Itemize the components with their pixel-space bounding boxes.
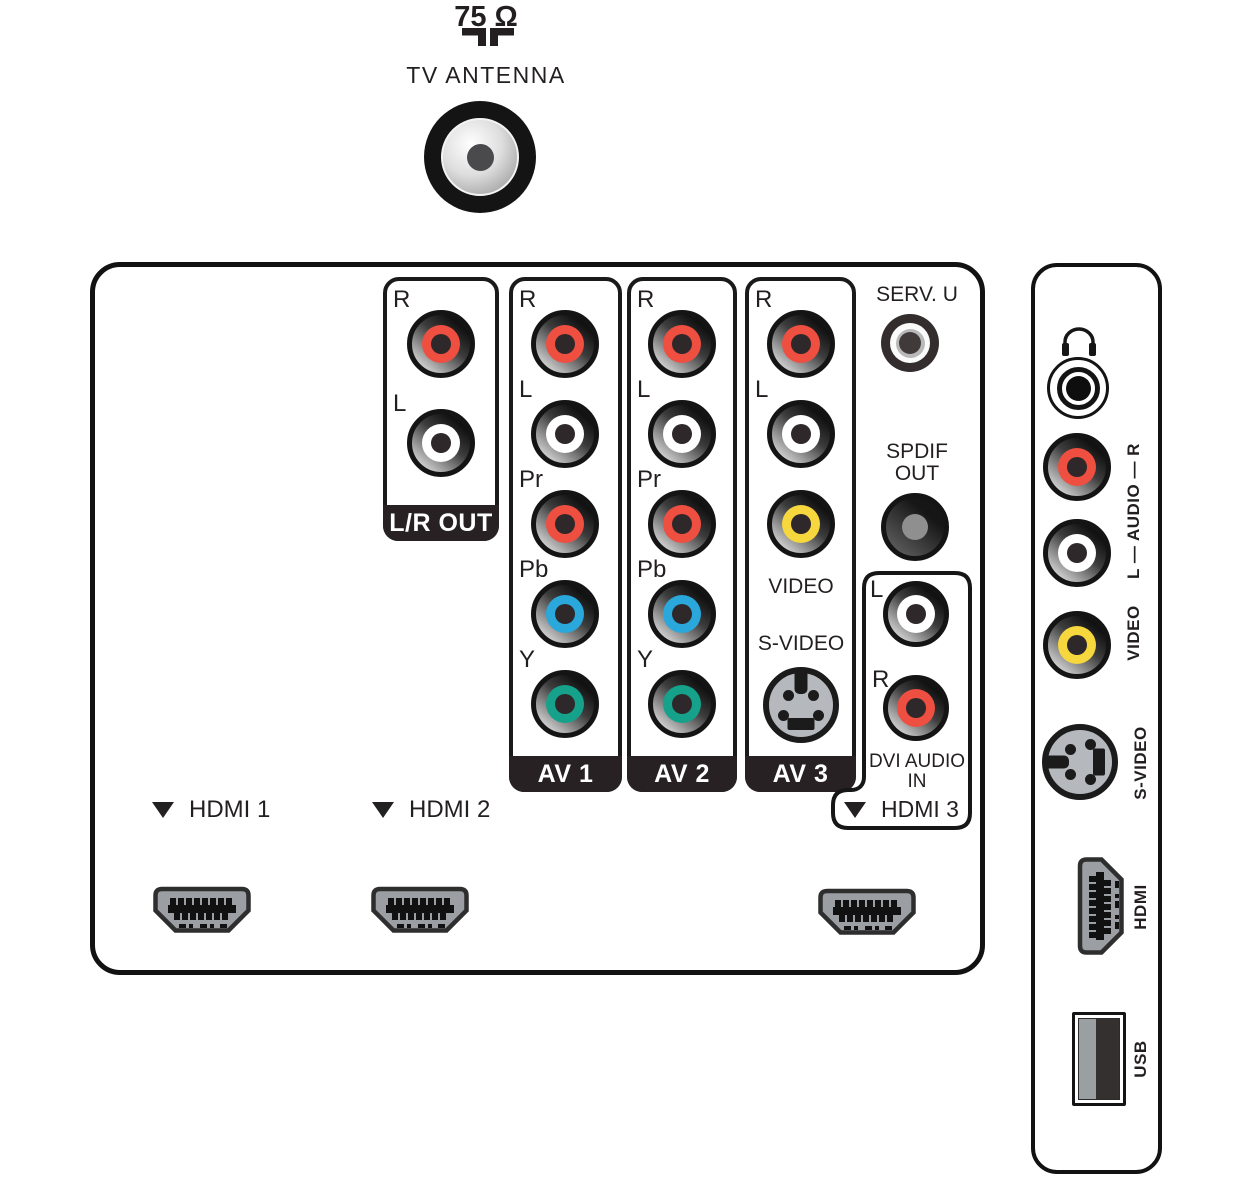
down-triangle-icon [844,801,866,818]
av3-video-label: VIDEO [768,575,834,598]
dvi-audio-r-jack [883,675,949,741]
headphones-icon [1062,327,1096,356]
dvi-audio-l-label: L [870,576,884,603]
lr-out-title: L/R OUT [383,505,499,541]
tv-antenna-label: TV ANTENNA [406,62,566,88]
side-hdmi-connector [1077,857,1124,955]
lr-out-r-jack [407,310,475,378]
av2-title: AV 2 [627,756,737,792]
coax-center-pin [466,143,494,171]
av1-title: AV 1 [509,756,622,792]
hdmi3-label: HDMI 3 [881,796,959,822]
av3-video-jack [767,490,835,558]
side-usb-port [1072,1012,1126,1106]
lr-out-l-label: L [393,390,407,417]
side-audio-label: L — AUDIO — R [1124,443,1143,579]
av1-pr-label: Pr [519,466,543,493]
spdif-out-jack [881,493,949,561]
av3-r-jack [767,310,835,378]
side-audio-r-jack [1043,433,1111,501]
av2-y-jack [648,670,716,738]
hdmi2-connector [371,886,469,933]
serv-u-label: SERV. U [876,283,958,306]
av2-l-label: L [637,376,651,403]
down-triangle-icon [152,802,174,818]
side-hdmi-label: HDMI [1131,884,1150,930]
coax-inner [441,118,519,196]
av1-y-label: Y [519,646,536,673]
down-triangle-icon [372,802,394,818]
tv-antenna-coax-connector [424,101,536,213]
av2-pr-label: Pr [637,466,661,493]
side-svideo-label: S-VIDEO [1131,726,1150,800]
antenna-impedance-label: 75 Ω [454,1,518,33]
side-video-label: VIDEO [1124,605,1143,661]
dvi-audio-in-label: DVI AUDIO IN [868,751,966,792]
side-audio-l-jack [1043,519,1111,587]
av2-r-jack [648,310,716,378]
av2-r-label: R [637,286,655,313]
av2-pr-jack [648,490,716,558]
spdif-out-label: SPDIF OUT [886,440,948,485]
av3-l-label: L [755,376,769,403]
av1-y-jack [531,670,599,738]
av3-l-jack [767,400,835,468]
headphone-jack [1047,357,1109,419]
side-usb-label: USB [1131,1040,1150,1078]
av3-svideo-label: S-VIDEO [757,632,845,655]
hdmi2-label-row: HDMI 2 [372,796,490,824]
dvi-audio-l-jack [883,581,949,647]
av1-pr-jack [531,490,599,558]
av1-r-label: R [519,286,537,313]
dvi-audio-r-label: R [872,666,890,693]
hdmi3-connector [818,888,916,935]
hdmi1-label: HDMI 1 [189,796,271,823]
lr-out-l-jack [407,409,475,477]
av1-l-label: L [519,376,533,403]
av2-pb-label: Pb [637,556,667,583]
av2-pb-jack [648,580,716,648]
hdmi1-connector [153,886,251,933]
av1-pb-jack [531,580,599,648]
side-video-jack [1043,611,1111,679]
lr-out-r-label: R [393,286,411,313]
side-svideo-connector [1042,724,1118,800]
av3-r-label: R [755,286,773,313]
av1-r-jack [531,310,599,378]
av2-y-label: Y [637,646,654,673]
hdmi2-label: HDMI 2 [409,796,491,823]
hdmi3-label-row: HDMI 3 [844,796,959,823]
av3-svideo-connector [763,667,839,743]
av1-l-jack [531,400,599,468]
av2-l-jack [648,400,716,468]
serv-u-jack [881,314,939,372]
av3-title: AV 3 [745,756,856,792]
av1-pb-label: Pb [519,556,549,583]
antenna-symbol-icon [462,28,514,46]
hdmi1-label-row: HDMI 1 [152,796,270,824]
